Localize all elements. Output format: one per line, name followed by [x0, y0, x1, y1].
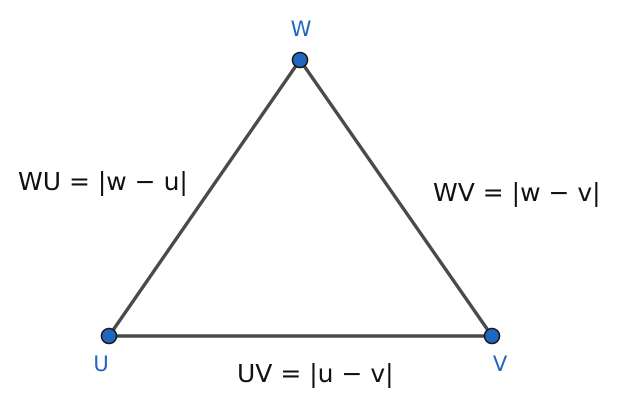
edge-wv: [298, 58, 494, 338]
vertex-u[interactable]: [100, 327, 118, 345]
vertex-v[interactable]: [483, 327, 501, 345]
edge-label-wv: WV = |w − v|: [433, 178, 601, 207]
edge-label-uv: UV = |u − v|: [237, 359, 394, 388]
vertex-w[interactable]: [291, 51, 309, 69]
vertex-label-v: V: [493, 352, 508, 376]
edge-wu: [107, 58, 302, 338]
vertex-label-u: U: [93, 352, 108, 376]
edge-label-wu: WU = |w − u|: [18, 167, 188, 196]
vertex-label-w: W: [291, 17, 312, 41]
